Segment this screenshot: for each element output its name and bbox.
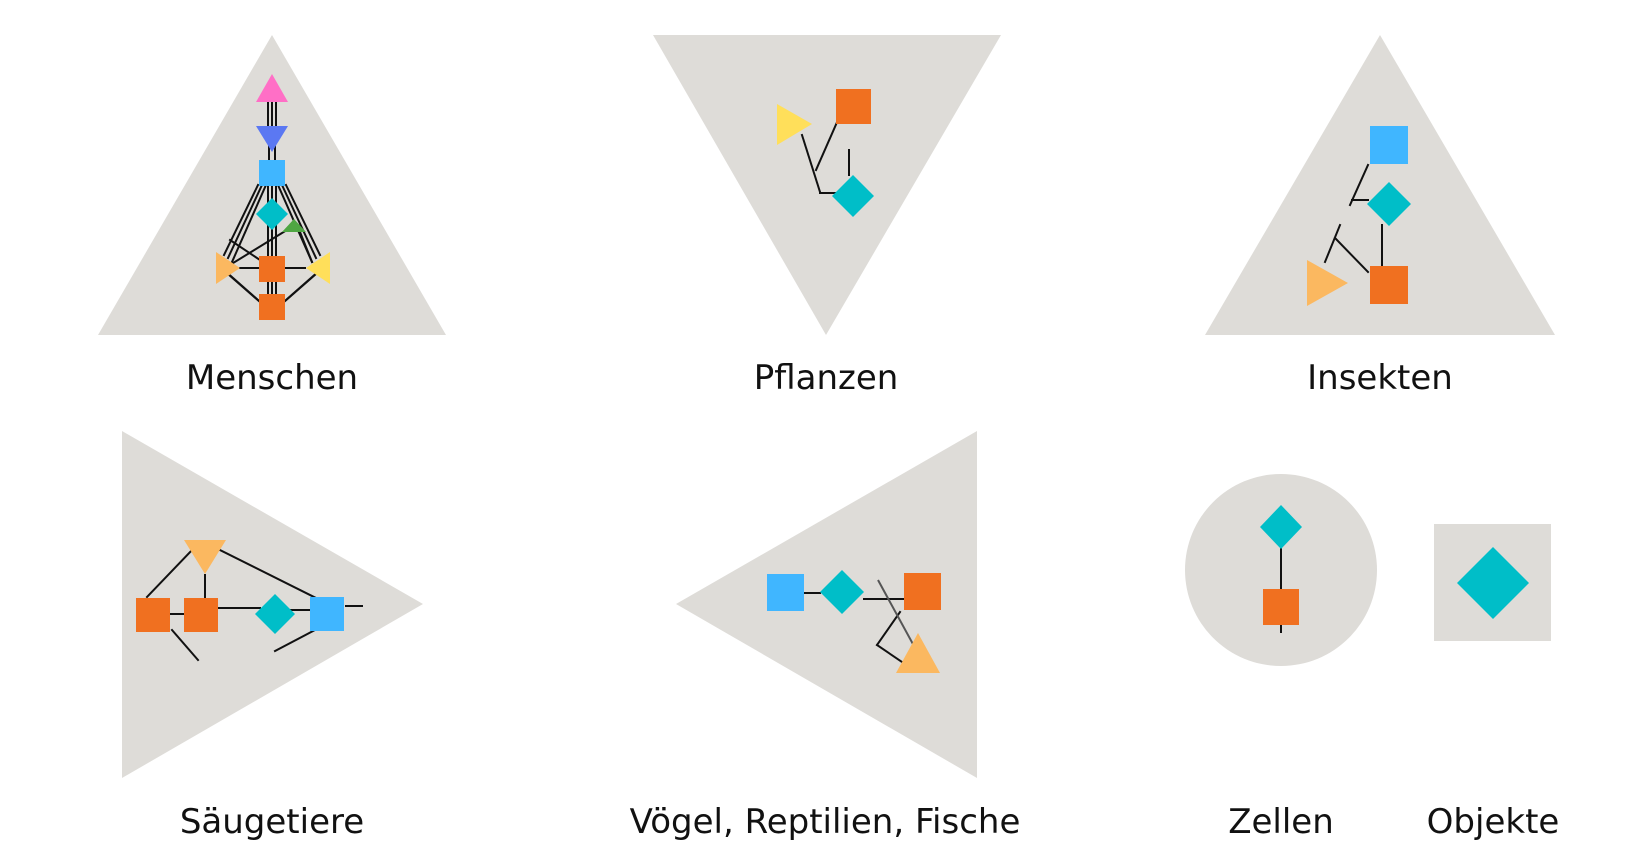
voegel-lightblue-square bbox=[767, 574, 804, 611]
panel-voegel: Vögel, Reptilien, Fische bbox=[630, 431, 1021, 842]
panel-pflanzen-background bbox=[653, 35, 1001, 335]
voegel-edges bbox=[803, 579, 915, 664]
panel-objekte: Objekte bbox=[1427, 524, 1560, 842]
saeugetiere-teal-diamond bbox=[255, 594, 295, 634]
zellen-orange-square bbox=[1263, 589, 1299, 625]
saeugetiere-edges bbox=[145, 548, 363, 662]
panel-label-insekten: Insekten bbox=[1307, 358, 1453, 398]
saeugetiere-orange-square-left bbox=[136, 598, 170, 632]
panel-label-menschen: Menschen bbox=[186, 358, 358, 398]
menschen-orange-square-upper bbox=[259, 256, 285, 282]
menschen-teal-diamond bbox=[256, 198, 288, 230]
objekte-teal-diamond bbox=[1457, 547, 1529, 619]
voegel-teal-diamond bbox=[820, 570, 864, 614]
panel-zellen: Zellen bbox=[1185, 474, 1377, 842]
pflanzen-teal-diamond bbox=[832, 175, 874, 217]
insekten-edges bbox=[1323, 163, 1383, 274]
pflanzen-orange-square bbox=[836, 89, 871, 124]
menschen-lightblue-square bbox=[259, 160, 285, 186]
saeugetiere-lightorange-triangle bbox=[184, 540, 226, 574]
panel-insekten: Insekten bbox=[1205, 35, 1555, 398]
panel-label-objekte: Objekte bbox=[1427, 802, 1560, 842]
panel-label-voegel: Vögel, Reptilien, Fische bbox=[630, 802, 1021, 842]
menschen-orange-square-lower bbox=[259, 294, 285, 320]
insekten-lightblue-square bbox=[1370, 126, 1408, 164]
menschen-pink-triangle bbox=[256, 74, 288, 102]
menschen-green-triangle bbox=[282, 219, 306, 232]
voegel-orange-square bbox=[904, 573, 941, 610]
zellen-teal-diamond bbox=[1260, 505, 1302, 549]
panel-voegel-background bbox=[676, 431, 977, 778]
panel-label-pflanzen: Pflanzen bbox=[754, 358, 899, 398]
saeugetiere-lightblue-square bbox=[310, 597, 344, 631]
insekten-lightorange-triangle bbox=[1307, 260, 1348, 306]
menschen-blue-triangle bbox=[256, 126, 288, 152]
voegel-lightorange-triangle bbox=[896, 633, 940, 673]
insekten-teal-diamond bbox=[1367, 182, 1411, 226]
saeugetiere-orange-square-right bbox=[184, 598, 218, 632]
pflanzen-yellow-triangle bbox=[777, 104, 812, 145]
panel-label-saeugetiere: Säugetiere bbox=[180, 802, 364, 842]
panel-insekten-background bbox=[1205, 35, 1555, 335]
menschen-lightorange-triangle bbox=[216, 252, 240, 284]
panel-saeugetiere: Säugetiere bbox=[122, 431, 423, 842]
panel-menschen: Menschen bbox=[98, 35, 446, 398]
menschen-yellow-triangle bbox=[306, 252, 330, 284]
insekten-orange-square bbox=[1370, 266, 1408, 304]
panel-pflanzen: Pflanzen bbox=[653, 35, 1001, 398]
panel-label-zellen: Zellen bbox=[1228, 802, 1334, 842]
